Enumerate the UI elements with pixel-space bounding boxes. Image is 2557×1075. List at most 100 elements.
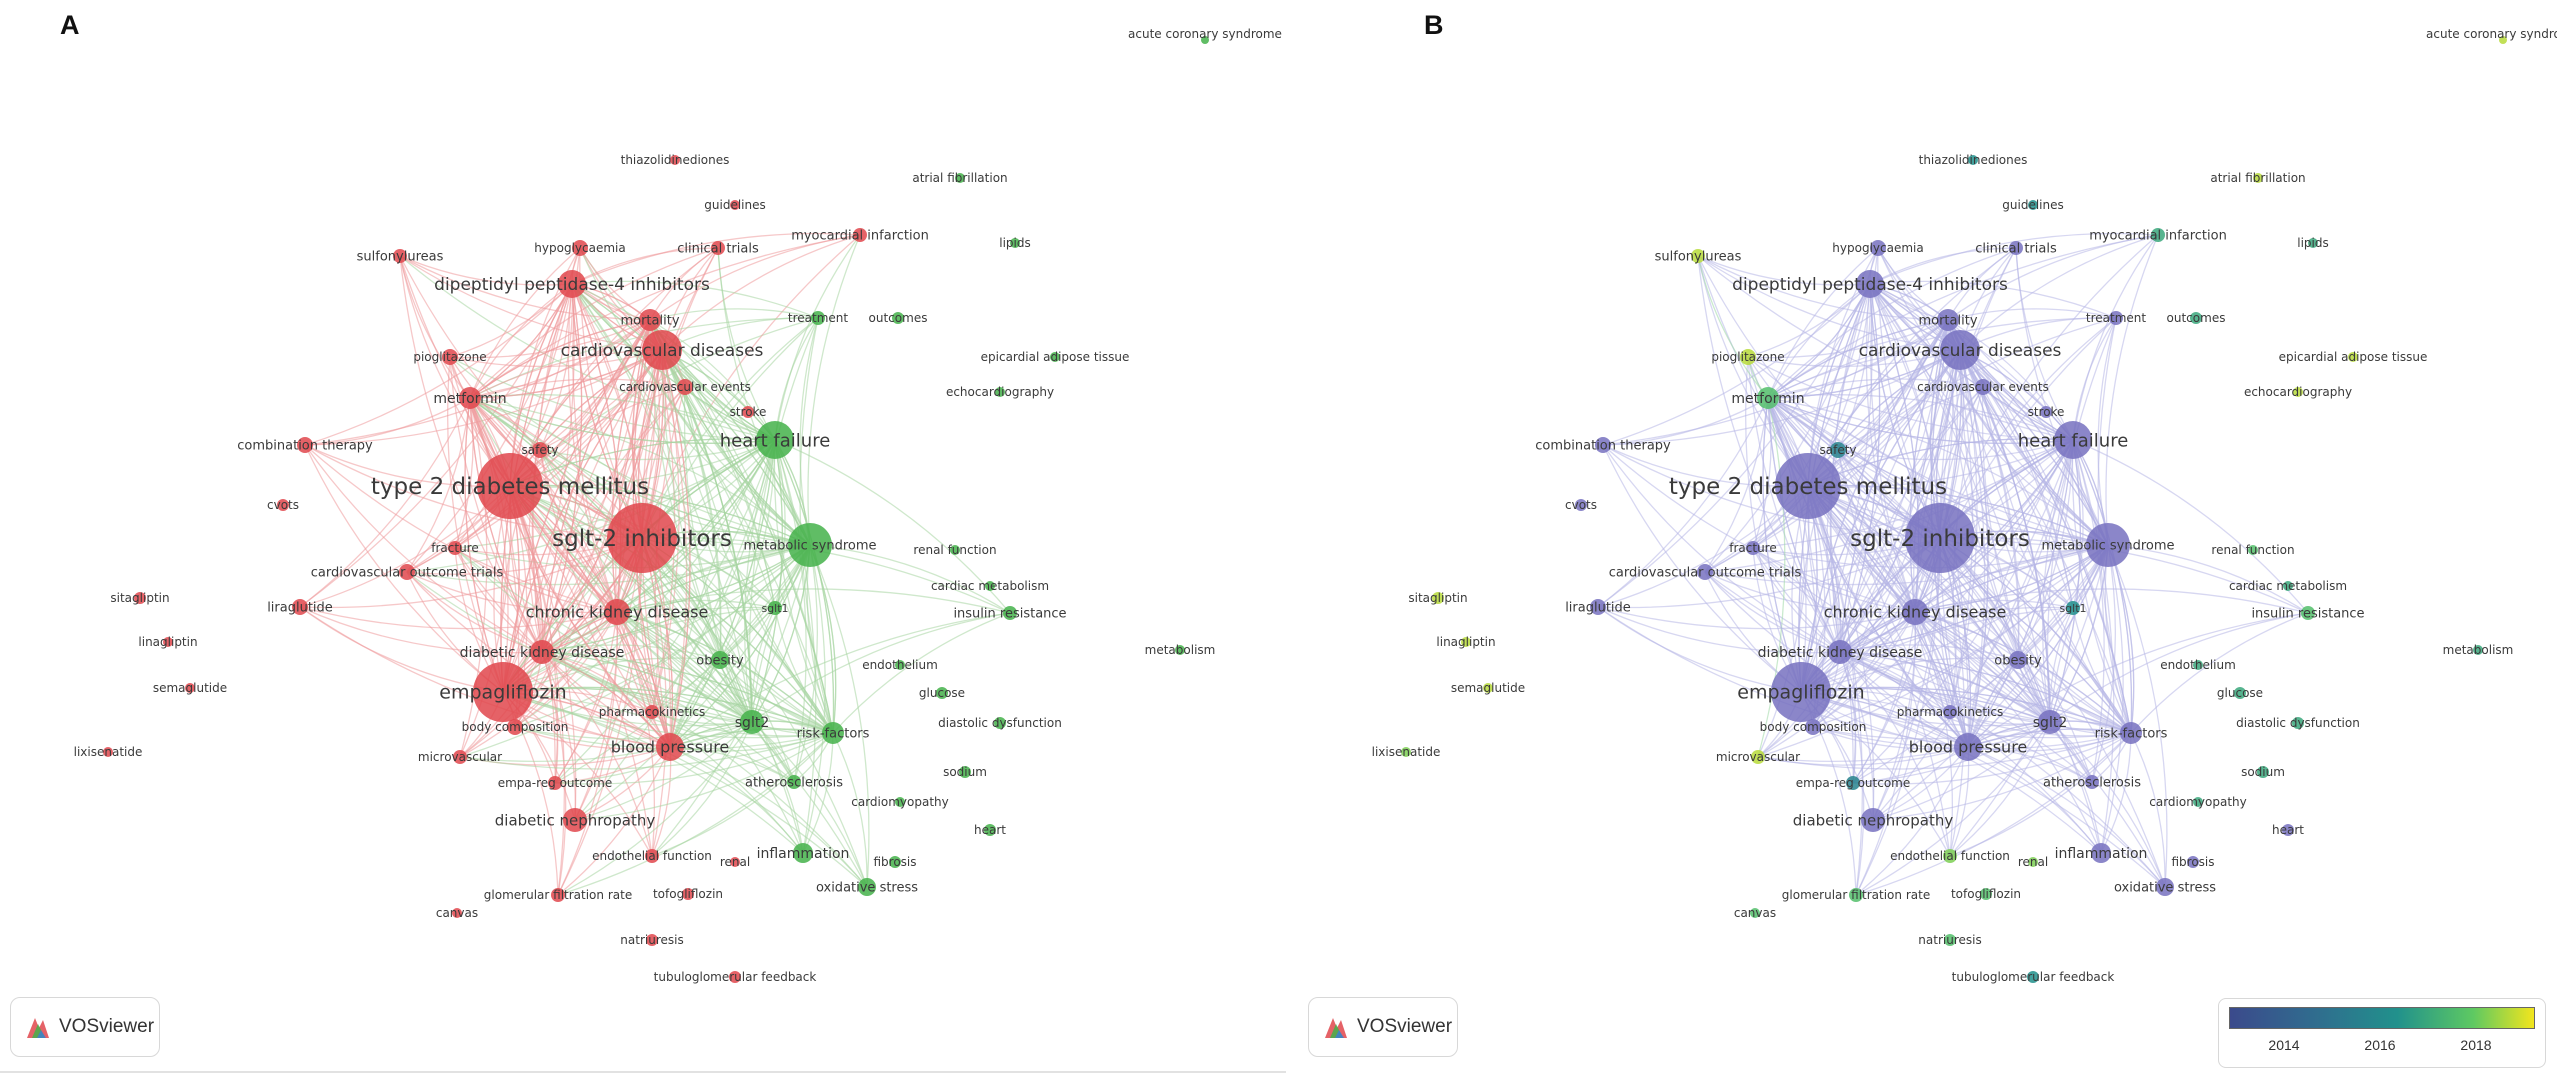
node-guide[interactable] (2028, 200, 2038, 210)
node-metf[interactable] (459, 387, 481, 409)
node-micro[interactable] (453, 750, 467, 764)
node-treat[interactable] (811, 311, 825, 325)
node-t2dm[interactable] (477, 453, 543, 519)
node-oxs[interactable] (858, 878, 876, 896)
node-pio[interactable] (1740, 349, 1756, 365)
node-metf[interactable] (1757, 387, 1779, 409)
node-cvot[interactable] (1697, 564, 1713, 580)
node-fract[interactable] (448, 541, 462, 555)
node-mi[interactable] (2151, 228, 2165, 242)
node-safety[interactable] (1830, 442, 1846, 458)
node-bodyc[interactable] (1805, 719, 1821, 735)
node-cve[interactable] (1975, 379, 1991, 395)
node-sodium[interactable] (959, 766, 971, 778)
node-pk[interactable] (645, 705, 659, 719)
node-cve[interactable] (677, 379, 693, 395)
node-bodyc[interactable] (507, 719, 523, 735)
node-sglt2i[interactable] (607, 503, 677, 573)
node-oxs[interactable] (2156, 878, 2174, 896)
node-renalf[interactable] (2248, 545, 2258, 555)
node-hypo[interactable] (1870, 240, 1886, 256)
node-outc[interactable] (892, 312, 904, 324)
node-diadys[interactable] (994, 717, 1006, 729)
node-natri[interactable] (1944, 934, 1956, 946)
node-epi[interactable] (2348, 352, 2358, 362)
node-outc[interactable] (2190, 312, 2202, 324)
node-treat[interactable] (2109, 311, 2123, 325)
node-lira[interactable] (292, 599, 308, 615)
node-t2dm[interactable] (1775, 453, 1841, 519)
node-pk[interactable] (1943, 705, 1957, 719)
node-ct[interactable] (2009, 241, 2023, 255)
node-ath[interactable] (787, 775, 801, 789)
node-dkd[interactable] (1828, 640, 1852, 664)
node-empa[interactable] (473, 662, 533, 722)
node-renal[interactable] (730, 857, 740, 867)
node-cvot[interactable] (399, 564, 415, 580)
node-mort[interactable] (639, 309, 661, 331)
node-sema[interactable] (1483, 683, 1493, 693)
node-sulf[interactable] (393, 249, 407, 263)
node-cmyo[interactable] (2193, 797, 2203, 807)
node-af[interactable] (955, 173, 965, 183)
node-dn[interactable] (1861, 808, 1885, 832)
node-renal[interactable] (2028, 857, 2038, 867)
node-lina[interactable] (163, 637, 173, 647)
node-fract[interactable] (1746, 541, 1760, 555)
node-mi[interactable] (853, 228, 867, 242)
node-endof[interactable] (645, 849, 659, 863)
node-sita[interactable] (134, 592, 146, 604)
node-endo[interactable] (895, 660, 905, 670)
node-cvd[interactable] (1940, 330, 1980, 370)
node-obes[interactable] (2009, 651, 2027, 669)
node-gfr[interactable] (1849, 888, 1863, 902)
node-dn[interactable] (563, 808, 587, 832)
node-af[interactable] (2253, 173, 2263, 183)
node-empareg[interactable] (548, 776, 562, 790)
node-bp[interactable] (1954, 733, 1982, 761)
node-sglt2[interactable] (740, 710, 764, 734)
node-obes[interactable] (711, 651, 729, 669)
node-tzd[interactable] (670, 155, 680, 165)
node-sglt1[interactable] (768, 601, 782, 615)
node-lipids[interactable] (1010, 238, 1020, 248)
node-stroke[interactable] (742, 406, 754, 418)
node-gluc[interactable] (2234, 687, 2246, 699)
node-lipids[interactable] (2308, 238, 2318, 248)
node-lina[interactable] (1461, 637, 1471, 647)
node-cvots[interactable] (277, 499, 289, 511)
node-tofo[interactable] (682, 888, 694, 900)
node-metsyn[interactable] (2086, 523, 2130, 567)
node-sita[interactable] (1432, 592, 1444, 604)
node-hf[interactable] (756, 421, 794, 459)
node-heart[interactable] (984, 824, 996, 836)
node-safety[interactable] (532, 442, 548, 458)
node-lixi[interactable] (1401, 747, 1411, 757)
node-empa[interactable] (1771, 662, 1831, 722)
node-hf[interactable] (2054, 421, 2092, 459)
node-metab[interactable] (2473, 645, 2483, 655)
node-natri[interactable] (646, 934, 658, 946)
node-insr[interactable] (1003, 606, 1017, 620)
node-tofo[interactable] (1980, 888, 1992, 900)
node-cmyo[interactable] (895, 797, 905, 807)
node-canvas[interactable] (452, 908, 462, 918)
node-metab[interactable] (1175, 645, 1185, 655)
node-ckd[interactable] (604, 599, 630, 625)
node-insr[interactable] (2301, 606, 2315, 620)
node-echo[interactable] (995, 387, 1005, 397)
network-graph-a[interactable]: acute coronary syndromethiazolidinedione… (0, 0, 1286, 1075)
node-infl[interactable] (793, 843, 813, 863)
node-dkd[interactable] (530, 640, 554, 664)
node-sulf[interactable] (1691, 249, 1705, 263)
node-tgf[interactable] (2027, 971, 2039, 983)
node-bp[interactable] (656, 733, 684, 761)
node-mort[interactable] (1937, 309, 1959, 331)
node-gluc[interactable] (936, 687, 948, 699)
node-canvas[interactable] (1750, 908, 1760, 918)
node-sglt1[interactable] (2066, 601, 2080, 615)
node-tgf[interactable] (729, 971, 741, 983)
node-lixi[interactable] (103, 747, 113, 757)
node-sema[interactable] (185, 683, 195, 693)
node-sodium[interactable] (2257, 766, 2269, 778)
